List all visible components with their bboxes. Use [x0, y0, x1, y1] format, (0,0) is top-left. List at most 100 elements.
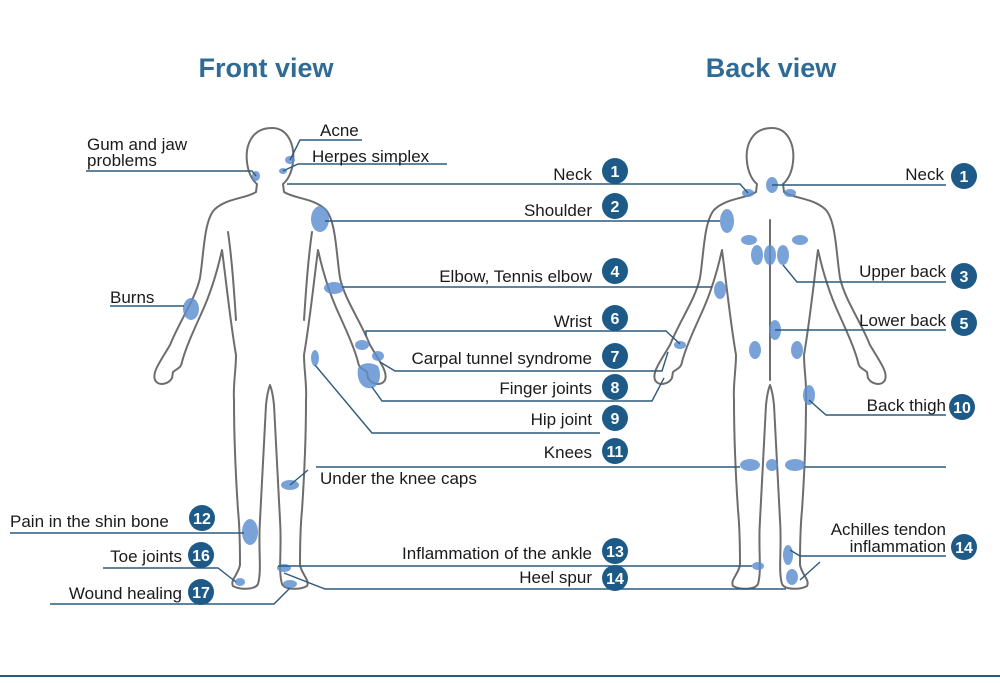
- spot-upper-back-2: [764, 245, 776, 265]
- leader-achilles: [789, 549, 946, 557]
- badge-finger: [602, 374, 628, 400]
- leader-under-knee: [289, 469, 309, 486]
- spot-knee-back-3: [785, 459, 805, 471]
- front-torso-line-left: [227, 231, 237, 321]
- badge-wrist-num: 6: [611, 311, 620, 328]
- badge-toe-num: 16: [192, 548, 210, 565]
- label-back-thigh: Back thigh: [867, 396, 946, 415]
- spot-upper-back-3: [777, 245, 789, 265]
- badge-shoulder: [602, 193, 628, 219]
- badge-hip-num: 9: [611, 411, 620, 428]
- badge-shin-num: 12: [193, 511, 211, 528]
- label-gum-jaw-line2: problems: [87, 151, 157, 170]
- badge-back-thigh-num: 10: [953, 400, 971, 417]
- label-wrist: Wrist: [554, 312, 593, 331]
- leader-lines: [10, 139, 946, 605]
- label-knees: Knees: [544, 443, 592, 462]
- badge-elbow: [602, 258, 628, 284]
- spot-elbow: [324, 282, 344, 294]
- label-herpes: Herpes simplex: [312, 147, 430, 166]
- badge-neck-front: [602, 158, 628, 184]
- spot-burns: [183, 298, 199, 320]
- spot-carpal: [372, 351, 384, 361]
- badge-wound: [188, 579, 214, 605]
- badge-upper-back-num: 3: [960, 269, 969, 286]
- badge-neck-back-num: 1: [960, 169, 969, 186]
- label-upper-back: Upper back: [859, 262, 946, 281]
- spot-neck-back-right: [784, 189, 796, 197]
- label-heel: Heel spur: [519, 568, 592, 587]
- label-toe: Toe joints: [110, 547, 182, 566]
- label-neck-back: Neck: [905, 165, 944, 184]
- badge-shoulder-num: 2: [611, 199, 620, 216]
- spot-achilles: [783, 545, 793, 565]
- label-burns: Burns: [110, 288, 154, 307]
- back-view-title: Back view: [706, 53, 838, 83]
- leader-achilles-heel: [799, 561, 821, 581]
- label-acne: Acne: [320, 121, 359, 140]
- leader-neck-front: [287, 183, 749, 194]
- spot-wound: [283, 580, 297, 588]
- label-achilles-line2: inflammation: [850, 537, 946, 556]
- badge-knees-num: 11: [607, 444, 624, 461]
- badge-finger-num: 8: [611, 380, 620, 397]
- label-lower-back: Lower back: [859, 311, 946, 330]
- front-body-figure: [153, 127, 387, 590]
- spot-finger-joints: [357, 363, 380, 389]
- label-neck-front: Neck: [553, 165, 592, 184]
- badge-lower-back: [951, 310, 977, 336]
- spot-upper-back-left-top: [741, 235, 757, 245]
- badge-carpal: [602, 343, 628, 369]
- badge-neck-front-num: 1: [611, 164, 620, 181]
- number-badges: 1 2 4 6 7 8 9 11 12 16 17 13 14 1 3 5 10: [188, 158, 977, 605]
- spot-shin: [242, 519, 258, 545]
- badge-elbow-num: 4: [611, 264, 620, 281]
- back-spots: [674, 177, 815, 585]
- badge-lower-back-num: 5: [960, 316, 969, 333]
- leader-toe: [103, 567, 237, 583]
- spot-knee-back-1: [740, 459, 760, 471]
- badge-neck-back: [951, 163, 977, 189]
- front-torso-line-right: [303, 231, 313, 321]
- badge-upper-back: [951, 263, 977, 289]
- badge-ankle: [602, 538, 628, 564]
- leader-wound: [50, 587, 291, 605]
- spot-knee-back-2: [766, 459, 778, 471]
- spot-ankle-front: [277, 564, 291, 572]
- label-carpal: Carpal tunnel syndrome: [412, 349, 592, 368]
- label-gum-jaw-line1: Gum and jaw: [87, 135, 188, 154]
- spot-shoulder-front: [311, 206, 329, 232]
- spot-lower-back-right: [791, 341, 803, 359]
- leader-finger: [371, 377, 665, 402]
- badge-heel: [602, 565, 628, 591]
- badge-shin: [189, 505, 215, 531]
- badge-carpal-num: 7: [611, 349, 620, 366]
- badge-knees: [602, 438, 628, 464]
- badge-heel-num: 14: [606, 571, 624, 588]
- label-finger: Finger joints: [499, 379, 592, 398]
- spot-hip-front: [311, 350, 319, 366]
- spot-elbow-back: [714, 281, 726, 299]
- leader-carpal: [379, 351, 669, 372]
- spot-wrist-front: [355, 340, 369, 350]
- spot-wrist-back: [674, 341, 686, 349]
- back-body-outline: [653, 127, 887, 590]
- badge-achilles-num: 14: [955, 540, 973, 557]
- label-shin: Pain in the shin bone: [10, 512, 169, 531]
- front-view-title: Front view: [198, 53, 334, 83]
- label-achilles-line1: Achilles tendon: [831, 520, 946, 539]
- spot-back-thigh: [803, 385, 815, 405]
- badge-hip: [602, 405, 628, 431]
- badge-toe: [188, 542, 214, 568]
- label-hip: Hip joint: [531, 410, 593, 429]
- spot-ankle-back: [752, 562, 764, 570]
- spot-lower-back-left: [749, 341, 761, 359]
- spot-upper-back-right-top: [792, 235, 808, 245]
- leader-heel: [283, 572, 786, 590]
- label-ankle: Inflammation of the ankle: [402, 544, 592, 563]
- badge-back-thigh: [949, 394, 975, 420]
- badge-wrist: [602, 305, 628, 331]
- leader-back-thigh: [808, 399, 946, 416]
